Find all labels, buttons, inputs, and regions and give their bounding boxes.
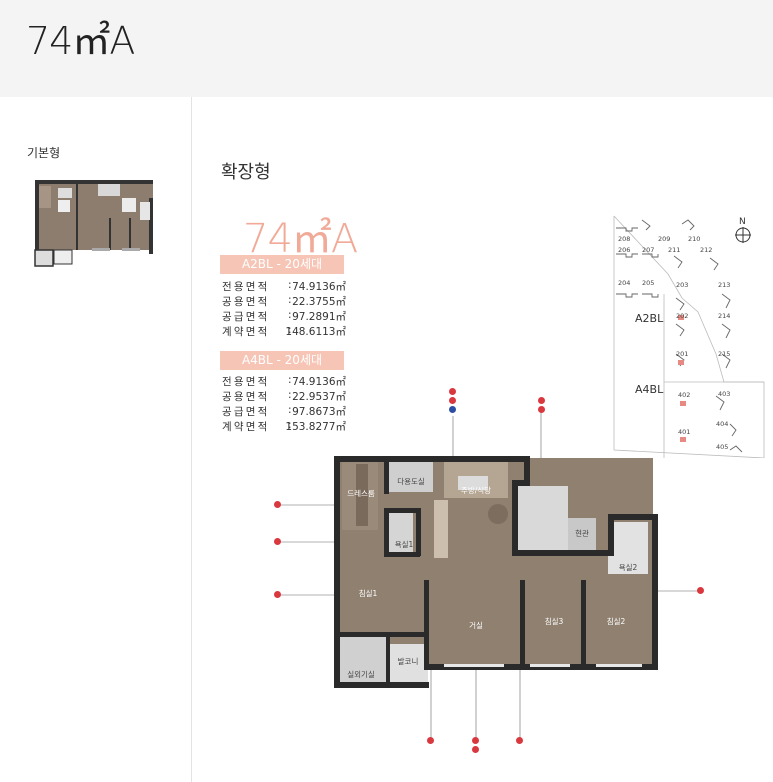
area-row: 공급면적:97.2891㎡	[222, 309, 346, 323]
room-bedroom3: 침실3	[545, 616, 564, 626]
room-living: 거실	[469, 620, 483, 630]
building-label: 214	[718, 312, 730, 320]
building-label: 401	[678, 428, 690, 436]
building-label: 209	[658, 235, 670, 243]
basic-plan-thumbnail[interactable]	[32, 178, 156, 268]
site-map: 208 209 210 206 207 211 212 204 205 203 …	[613, 215, 765, 458]
page-title: 74㎡A	[26, 19, 135, 63]
marker-5[interactable]	[697, 587, 704, 594]
building-label: 205	[642, 279, 654, 287]
marker-12[interactable]	[472, 746, 479, 753]
marker-1[interactable]	[449, 406, 456, 413]
building-label: 203	[676, 281, 688, 289]
page-header: 74㎡A	[0, 0, 773, 97]
area-row: 공용면적:22.9537㎡	[222, 389, 346, 403]
section-title: 확장형	[221, 162, 271, 183]
marker-2[interactable]	[274, 591, 281, 598]
room-dress: 드레스룸	[347, 489, 375, 498]
area-row: 전용면적:74.9136㎡	[222, 374, 346, 388]
marker-10[interactable]	[427, 737, 434, 744]
area-row: 계약면적:148.6113㎡	[222, 324, 346, 338]
marker-6[interactable]	[449, 397, 456, 404]
room-bath1: 욕실1	[395, 539, 414, 549]
room-bedroom1: 침실1	[359, 588, 378, 598]
building-label: 204	[618, 279, 630, 287]
building-label: 208	[618, 235, 630, 243]
block-bar-a4bl: A4BL - 20세대	[220, 351, 344, 370]
room-bedroom2: 침실2	[607, 616, 626, 626]
area-row: 공급면적:97.8673㎡	[222, 404, 346, 418]
room-balcony: 발코니	[398, 657, 419, 666]
marker-4[interactable]	[274, 501, 281, 508]
building-label: 202	[676, 312, 688, 320]
room-laundry: 다용도실	[397, 476, 425, 486]
block-label-a2bl: A2BL	[635, 312, 664, 325]
area-row: 전용면적:74.9136㎡	[222, 279, 346, 293]
room-kitchen: 주방/식당	[461, 485, 491, 495]
marker-8[interactable]	[538, 397, 545, 404]
building-label: 206	[618, 246, 630, 254]
area-row: 공용면적:22.3755㎡	[222, 294, 346, 308]
marker-11[interactable]	[516, 737, 523, 744]
room-bath2: 욕실2	[619, 562, 638, 572]
building-label: 212	[700, 246, 712, 254]
building-label: 402	[678, 391, 690, 399]
building-label: 213	[718, 281, 730, 289]
building-label: 207	[642, 246, 654, 254]
marker-3[interactable]	[274, 538, 281, 545]
thumbnail-label: 기본형	[27, 146, 61, 160]
column-divider	[191, 97, 192, 782]
room-outdoor: 실외기실	[347, 669, 375, 679]
marker-9[interactable]	[472, 737, 479, 744]
north-indicator: N	[739, 217, 746, 227]
building-label: 405	[716, 443, 728, 451]
building-label: 210	[688, 235, 700, 243]
unit-type-label: 74㎡A	[243, 216, 358, 262]
building-label: 404	[716, 420, 728, 428]
area-row: 계약면적:153.8277㎡	[222, 419, 346, 433]
building-label: 403	[718, 390, 730, 398]
room-entry: 현관	[575, 528, 589, 538]
building-label: 201	[676, 350, 688, 358]
building-label: 211	[668, 246, 680, 254]
block-label-a4bl: A4BL	[635, 383, 664, 396]
block-bar-a2bl: A2BL - 20세대	[220, 255, 344, 274]
marker-1b[interactable]	[538, 406, 545, 413]
building-label: 215	[718, 350, 730, 358]
floor-plan: 드레스룸 다용도실 주방/식당 욕실1 침실1 거실 침실3 침실2 현관 욕실…	[278, 408, 699, 739]
marker-7[interactable]	[449, 388, 456, 395]
